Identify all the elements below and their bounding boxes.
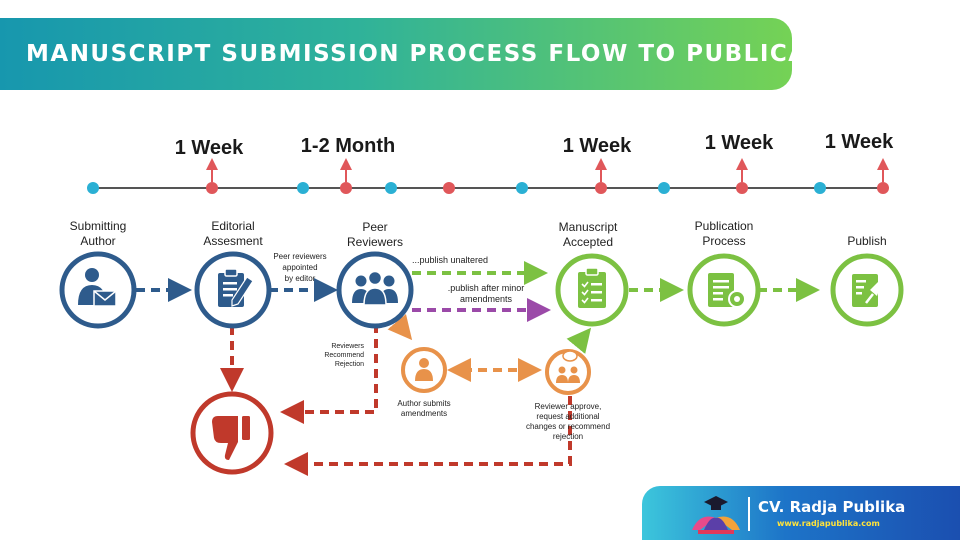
stage-label: Assesment	[203, 234, 263, 248]
brand-divider	[748, 497, 750, 531]
stage-label: Manuscript	[559, 220, 618, 234]
stage-label: Accepted	[563, 235, 613, 249]
edge-label: .publish after minor	[448, 283, 525, 293]
duration-label: 1-2 Month	[301, 135, 395, 157]
side-node-label: rejection	[553, 432, 583, 441]
timeline-dot	[658, 182, 670, 194]
edge-labels: Peer reviewers appointed by editor ...pu…	[273, 252, 524, 368]
edge-label: amendments	[460, 294, 513, 304]
side-node-label: Author submits	[397, 399, 450, 408]
edge-label: appointed	[282, 263, 317, 272]
stage-node-publish[interactable]	[830, 253, 904, 327]
rocket-document-icon	[852, 274, 884, 307]
brand-name: CV. Radja Publika	[758, 498, 906, 516]
stage-node-peer-reviewers[interactable]	[336, 251, 414, 329]
stage-label: Publication	[695, 219, 754, 233]
timeline-marker	[877, 158, 889, 194]
stage-label: Peer	[362, 220, 387, 234]
side-labels: Author submits amendments Reviewer appro…	[397, 399, 610, 441]
duration-label: 1 Week	[175, 137, 244, 159]
timeline-dot	[385, 182, 397, 194]
side-node-label: request additional	[536, 412, 599, 421]
edge-label: ...publish unaltered	[412, 255, 488, 265]
thumbs-down-icon	[212, 416, 250, 460]
timeline-dot	[443, 182, 455, 194]
arrow-reviewers-reject	[280, 324, 378, 424]
stage-label: Editorial	[211, 219, 254, 233]
reviewer-chat-icon	[556, 350, 580, 383]
timeline-dot	[516, 182, 528, 194]
edge-label: Peer reviewers	[273, 252, 326, 261]
arrow-review-reject	[284, 396, 572, 476]
radja-publika-logo-icon	[692, 496, 740, 534]
stage-labels: Submitting Author Editorial Assesment Pe…	[70, 219, 887, 249]
stage-node-editorial-assesment[interactable]	[194, 251, 272, 329]
timeline-dot	[814, 182, 826, 194]
stage-node-publication-process[interactable]	[687, 253, 761, 327]
clipboard-pen-icon	[218, 268, 254, 307]
timeline-dot	[87, 182, 99, 194]
stage-label: Author	[80, 234, 115, 248]
arrow-review-to-accepted	[566, 327, 592, 354]
edge-label: Reviewers	[331, 343, 364, 350]
brand-footer: CV. Radja Publika www.radjapublika.com	[642, 486, 960, 540]
side-node-label: Reviewer approve,	[535, 402, 602, 411]
side-node-author-amendments[interactable]	[401, 347, 447, 393]
side-node-label: changes or recommend	[526, 422, 610, 431]
stage-label: Submitting	[70, 219, 127, 233]
page-title: MANUSCRIPT SUBMISSION PROCESS FLOW TO PU…	[26, 41, 875, 67]
stage-label: Reviewers	[347, 235, 403, 249]
title-banner: MANUSCRIPT SUBMISSION PROCESS FLOW TO PU…	[0, 18, 873, 90]
document-gear-icon	[708, 273, 746, 308]
stage-label: Process	[702, 234, 745, 248]
edge-label: Recommend	[324, 352, 364, 359]
duration-label: 1 Week	[705, 132, 774, 154]
arrow-reviewers-to-amend	[387, 314, 413, 341]
duration-label: 1 Week	[825, 131, 894, 153]
connectors	[136, 261, 820, 476]
edge-label: by editor	[285, 274, 316, 283]
timeline-marker	[340, 158, 352, 194]
timeline-marker	[736, 158, 748, 194]
stage-label: Publish	[847, 234, 886, 248]
edge-label: Rejection	[335, 361, 364, 368]
timeline-dot	[297, 182, 309, 194]
person-icon	[415, 358, 433, 381]
brand-url[interactable]: www.radjapublika.com	[777, 519, 880, 528]
stage-node-manuscript-accepted[interactable]	[555, 253, 629, 327]
reviewers-group-icon	[352, 270, 398, 306]
duration-label: 1 Week	[563, 135, 632, 157]
timeline: 1 Week 1-2 Month 1 Week 1 Week 1 Week	[87, 131, 894, 194]
timeline-marker	[206, 158, 218, 194]
rejection-node[interactable]	[190, 391, 274, 475]
checklist-icon	[578, 267, 606, 308]
side-node-label: amendments	[401, 409, 447, 418]
author-mail-icon	[78, 268, 117, 307]
stage-node-submitting-author[interactable]	[59, 251, 137, 329]
timeline-marker	[595, 158, 607, 194]
side-node-reviewer-decision[interactable]	[545, 349, 591, 395]
